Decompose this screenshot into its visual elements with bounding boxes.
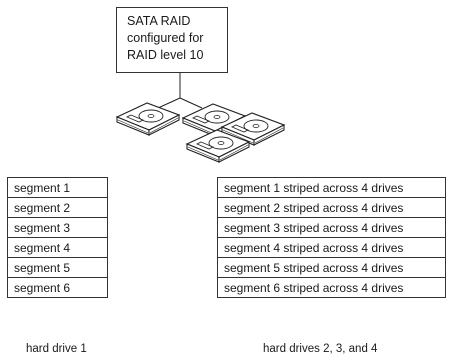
- striped-segment-cell: segment 1 striped across 4 drives: [217, 177, 446, 198]
- table-row: segment 2 striped across 4 drives: [217, 197, 446, 218]
- caption-hard-drives-2-3-4: hard drives 2, 3, and 4: [263, 343, 378, 355]
- hard-drive-1: [116, 102, 180, 136]
- table-row: segment 1 striped across 4 drives: [217, 177, 446, 198]
- segment-cell: segment 4: [7, 237, 108, 258]
- callout-line-3: RAID level 10: [127, 48, 204, 62]
- table-row: segment 5 striped across 4 drives: [217, 257, 446, 278]
- connector-left: [157, 97, 181, 109]
- callout-line-2: configured for: [127, 31, 204, 45]
- table-row: segment 4 striped across 4 drives: [217, 237, 446, 258]
- segment-cell: segment 5: [7, 257, 108, 278]
- table-row: segment 5: [7, 257, 108, 278]
- drive-1-segments-table: segment 1 segment 2 segment 3 segment 4 …: [7, 177, 108, 298]
- table-row: segment 4: [7, 237, 108, 258]
- table-row: segment 6 striped across 4 drives: [217, 277, 446, 298]
- raid-config-callout: SATA RAID configured for RAID level 10: [116, 7, 228, 73]
- segment-cell: segment 2: [7, 197, 108, 218]
- callout-line-1: SATA RAID: [127, 14, 191, 28]
- table-row: segment 3: [7, 217, 108, 238]
- striped-segment-cell: segment 5 striped across 4 drives: [217, 257, 446, 278]
- table-row: segment 1: [7, 177, 108, 198]
- segment-cell: segment 1: [7, 177, 108, 198]
- connector-right: [179, 97, 203, 109]
- striped-segment-cell: segment 4 striped across 4 drives: [217, 237, 446, 258]
- striped-segment-cell: segment 3 striped across 4 drives: [217, 217, 446, 238]
- caption-hard-drive-1: hard drive 1: [26, 343, 87, 355]
- table-row: segment 6: [7, 277, 108, 298]
- hard-drives-illustration: [116, 73, 285, 163]
- segment-cell: segment 3: [7, 217, 108, 238]
- segment-cell: segment 6: [7, 277, 108, 298]
- striped-segment-cell: segment 2 striped across 4 drives: [217, 197, 446, 218]
- striped-segment-cell: segment 6 striped across 4 drives: [217, 277, 446, 298]
- drives-2-3-4-segments-table: segment 1 striped across 4 drives segmen…: [217, 177, 446, 298]
- table-row: segment 3 striped across 4 drives: [217, 217, 446, 238]
- table-row: segment 2: [7, 197, 108, 218]
